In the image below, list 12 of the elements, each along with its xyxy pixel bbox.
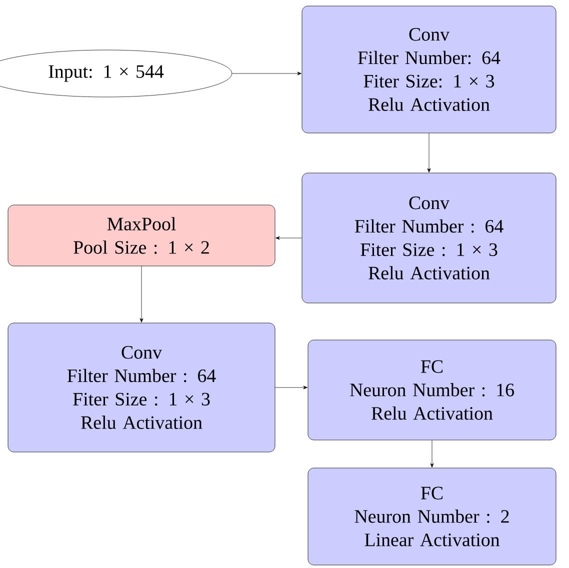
layer-box: Conv Filter Number: 64 Fiter Size: 1 × 3 Relu Activation <box>302 6 556 134</box>
arrow <box>430 440 434 468</box>
layer-box: Conv Filter Number : 64 Fiter Size : 1 × 3 Relu Activation <box>302 172 556 304</box>
layer-box: Conv Filter Number : 64 Fiter Size : 1 × 3 Relu Activation <box>8 322 276 452</box>
arrow <box>427 133 431 172</box>
arrow <box>275 386 308 390</box>
arrow <box>140 266 144 322</box>
layer-box: FC Neuron Number : 2 Linear Activation <box>308 468 556 566</box>
layer-box: FC Neuron Number : 16 Relu Activation <box>308 340 556 440</box>
layer-box: MaxPool Pool Size : 1 × 2 <box>8 204 276 266</box>
arrow <box>276 236 302 240</box>
arrow <box>232 72 302 76</box>
